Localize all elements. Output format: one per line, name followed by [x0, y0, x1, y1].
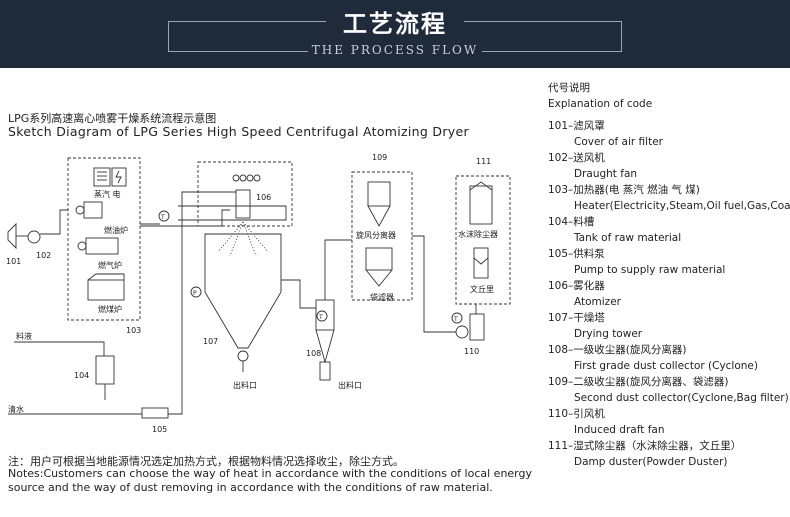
gauge-t-2: T	[318, 314, 323, 321]
label-venturi: 文丘里	[470, 284, 494, 294]
label-outlet-2: 出料口	[338, 380, 362, 390]
page-title: 工艺流程	[343, 10, 447, 38]
label-outlet-1: 出料口	[233, 380, 257, 390]
diagram-title-cn: LPG系列高速离心喷雾干燥系统流程示意图	[8, 112, 217, 125]
banner-rule-left-bottom	[168, 51, 308, 52]
label-bag-filter: 袋滤器	[370, 292, 394, 302]
label-clear-water: 清水	[8, 404, 24, 414]
note-en-line2: source and the way of dust removing in a…	[8, 481, 493, 494]
legend-heading-en: Explanation of code	[548, 98, 653, 110]
label-109: 109	[372, 153, 387, 162]
label-110: 110	[464, 347, 479, 356]
gauge-t-3: T	[453, 316, 458, 323]
header-banner: 工艺流程 THE PROCESS FLOW	[0, 0, 790, 68]
label-111: 111	[476, 157, 491, 166]
gauge-t-1: T	[160, 214, 165, 221]
label-103: 103	[126, 326, 141, 335]
process-flow-diagram: 蒸汽 电 燃油炉 燃气炉 燃煤炉 103 101 102 T 106 P 107…	[6, 153, 511, 434]
label-102: 102	[36, 251, 51, 260]
page-subtitle: THE PROCESS FLOW	[311, 43, 479, 57]
second-collector-109	[351, 171, 413, 301]
drying-tower-107	[204, 233, 282, 349]
label-104: 104	[74, 371, 89, 380]
legend-item: 111–湿式除尘器（水沫除尘器，文丘里）Damp duster(Powder D…	[548, 440, 742, 468]
label-feed-liquid: 料液	[16, 331, 32, 341]
draught-fan-102	[27, 230, 41, 244]
label-101: 101	[6, 257, 21, 266]
label-cyclone: 旋风分离器	[356, 230, 396, 240]
steam-heater	[93, 167, 111, 187]
heater-box-103	[67, 157, 141, 321]
legend-item: 109–二级收尘器(旋风分离器、袋滤器)Second dust collecto…	[548, 376, 789, 404]
label-steam-elec: 蒸汽 电	[94, 189, 121, 199]
damp-duster-111	[455, 175, 511, 305]
tank-104	[95, 355, 115, 385]
pump-105	[141, 407, 169, 419]
diagram-title-en: Sketch Diagram of LPG Series High Speed …	[8, 124, 469, 139]
note-en-line1: Notes:Customers can choose the way of he…	[8, 467, 532, 480]
electric-heater	[111, 167, 127, 187]
label-105: 105	[152, 425, 167, 434]
gas-furnace	[85, 237, 119, 255]
label-water-dust: 水沫除尘器	[458, 229, 498, 239]
label-gas-furnace: 燃气炉	[98, 260, 122, 270]
legend-item: 103–加热器(电 蒸汽 燃油 气 煤)Heater(Electricity,S…	[548, 184, 790, 212]
banner-rule-left-drop	[168, 21, 169, 51]
atomizer-housing	[197, 161, 293, 227]
note-cn: 注：用户可根据当地能源情况选定加热方式，根据物料情况选择收尘，除尘方式。	[8, 455, 404, 468]
induced-fan-110	[455, 325, 469, 339]
banner-rule-right-drop	[621, 21, 622, 51]
label-coal-furnace: 燃煤炉	[98, 304, 122, 314]
coal-furnace	[87, 279, 125, 301]
oil-furnace	[83, 201, 103, 219]
legend-heading-cn: 代号说明	[548, 82, 590, 94]
air-filter-101	[7, 222, 17, 250]
banner-rule-right-bottom	[482, 51, 622, 52]
label-106: 106	[256, 193, 271, 202]
label-oil-furnace: 燃油炉	[104, 225, 128, 235]
gauge-p: P	[193, 290, 197, 297]
label-108: 108	[306, 349, 321, 358]
atomizer-106	[235, 189, 251, 219]
legend-item: 108–一级收尘器(旋风分离器)First grade dust collect…	[548, 344, 758, 372]
banner-rule-right	[464, 21, 622, 22]
label-107: 107	[203, 337, 218, 346]
banner-rule-left	[168, 21, 326, 22]
